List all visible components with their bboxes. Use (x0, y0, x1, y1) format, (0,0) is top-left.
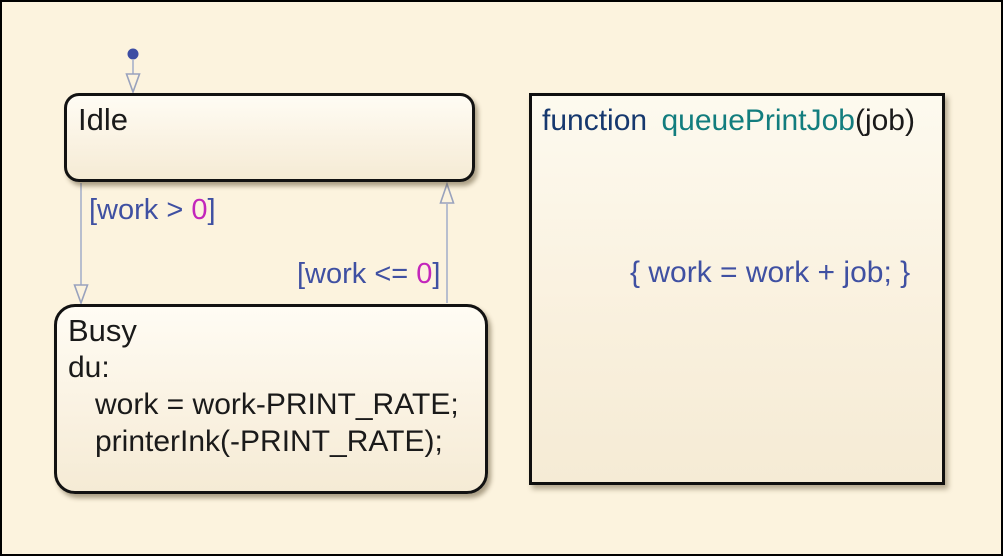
function-keyword: function (542, 104, 648, 137)
state-busy-action-keyword: du: (68, 351, 110, 384)
guard-text: [work > (89, 194, 192, 226)
transition-label-work-le-0[interactable]: [work <= 0] (297, 258, 440, 291)
state-idle[interactable]: Idle (64, 93, 475, 182)
transition-idle-to-busy[interactable] (73, 183, 89, 306)
transition-label-work-gt-0[interactable]: [work > 0] (89, 194, 216, 227)
state-busy-name: Busy (68, 313, 137, 348)
arrowhead-up-icon (439, 181, 455, 204)
function-signature: function queuePrintJob(job) (532, 96, 942, 146)
arrowhead-down-icon (125, 73, 141, 95)
state-idle-name: Idle (78, 102, 128, 137)
transition-busy-to-idle[interactable] (439, 181, 455, 303)
guard-text: ] (207, 194, 216, 226)
default-transition-idle[interactable] (125, 48, 141, 95)
arrowhead-down-icon (73, 284, 89, 306)
guard-text: ] (432, 258, 441, 290)
state-busy-action-line: printerInk(-PRINT_RATE); (95, 425, 443, 458)
default-transition-dot-icon (127, 48, 139, 60)
state-busy[interactable]: Busy du: work = work-PRINT_RATE; printer… (54, 304, 488, 494)
guard-value: 0 (191, 194, 208, 226)
function-name: queuePrintJob (661, 104, 855, 137)
function-queueprintjob[interactable]: function queuePrintJob(job) (529, 93, 945, 485)
state-busy-action-line: work = work-PRINT_RATE; (95, 388, 459, 421)
guard-value: 0 (416, 258, 433, 290)
guard-text: [work <= (297, 258, 417, 290)
function-args: (job) (854, 104, 915, 137)
transition-action-label[interactable]: { work = work + job; } (630, 256, 911, 289)
